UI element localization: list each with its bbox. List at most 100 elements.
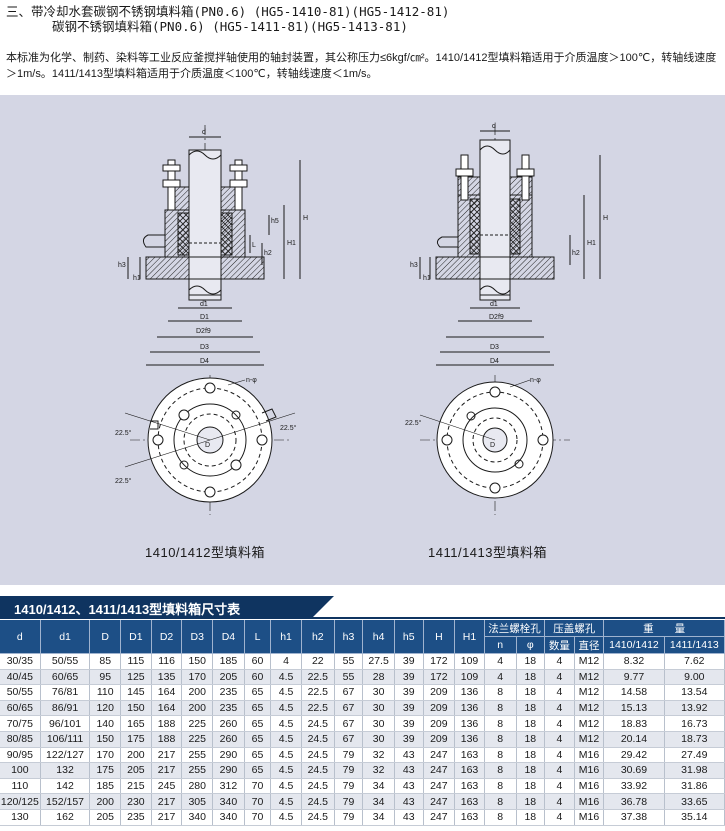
table-cell: 43	[394, 778, 424, 795]
table-cell: 225	[181, 731, 214, 748]
table-cell: 16.73	[664, 715, 725, 732]
table-cell: 32	[362, 747, 395, 764]
table-cell: 40/45	[0, 669, 41, 686]
table-cell: M12	[574, 715, 605, 732]
table-cell: 18	[516, 715, 546, 732]
table-cell: 4.5	[270, 731, 302, 748]
table-cell: 31.86	[664, 778, 725, 795]
table-cell: 340	[212, 809, 245, 826]
table-cell: 14.58	[603, 684, 665, 701]
table-cell: M12	[574, 653, 605, 670]
table-cell: 8	[484, 809, 517, 826]
table-cell: 280	[181, 778, 214, 795]
dim-L-left: L	[252, 242, 256, 249]
table-cell: 145	[120, 684, 152, 701]
table-cell: 20.14	[603, 731, 665, 748]
sub-phi: φ	[516, 636, 546, 654]
sub-diameter: 直径	[574, 636, 605, 654]
table-cell: 110	[89, 684, 122, 701]
table-cell: 209	[423, 684, 456, 701]
table-cell: 217	[151, 747, 183, 764]
col-D1: D1	[120, 620, 152, 654]
table-cell: 39	[394, 715, 424, 732]
table-cell: 18	[516, 731, 546, 748]
table-cell: 50/55	[40, 653, 91, 670]
table-cell: 163	[454, 762, 485, 779]
table-cell: 247	[423, 762, 456, 779]
intro-paragraph: 本标准为化学、制药、染料等工业反应釜搅拌轴使用的轴封装置，其公称压力≤6kgf/…	[6, 52, 717, 80]
table-cell: 188	[151, 715, 183, 732]
dim-H-left: H	[303, 215, 308, 222]
table-cell: 30/35	[0, 653, 41, 670]
table-cell: 18	[516, 747, 546, 764]
table-cell: 175	[120, 731, 152, 748]
table-cell: 205	[212, 669, 245, 686]
table-cell: 33.92	[603, 778, 665, 795]
table-cell: M16	[574, 809, 605, 826]
table-cell: 109	[454, 653, 485, 670]
sub-weight-1411: 1411/1413	[664, 636, 725, 654]
table-cell: 4.5	[270, 715, 302, 732]
dim-h2-left: h2	[264, 250, 272, 257]
sub-weight-1410: 1410/1412	[603, 636, 665, 654]
table-cell: 340	[181, 809, 214, 826]
table-cell: 18	[516, 669, 546, 686]
table-cell: 85	[89, 653, 122, 670]
table-cell: 8	[484, 700, 517, 717]
table-cell: 235	[212, 700, 245, 717]
label-angle-left-1: 22.5°	[115, 429, 132, 437]
table-cell: 4	[544, 684, 575, 701]
table-cell: 30	[362, 684, 395, 701]
table-cell: 96/101	[40, 715, 91, 732]
sub-count: 数量	[544, 636, 575, 654]
dim-d-left: d	[202, 129, 206, 136]
right-dim-labels: d d1 D2f9 D3 D4 H H1 h2 h3 h1	[410, 123, 608, 365]
table-cell: 24.5	[301, 809, 335, 826]
table-cell: 230	[120, 793, 152, 810]
table-cell: 162	[40, 809, 91, 826]
table-cell: 235	[120, 809, 152, 826]
table-cell: 290	[212, 762, 245, 779]
col-D4: D4	[212, 620, 245, 654]
table-cell: 65	[244, 715, 272, 732]
table-cell: 79	[334, 762, 364, 779]
col-h4: h4	[362, 620, 395, 654]
table-cell: 260	[212, 731, 245, 748]
table-cell: 255	[181, 762, 214, 779]
table-cell: 15.13	[603, 700, 665, 717]
table-cell: 163	[454, 809, 485, 826]
table-cell: 18	[516, 793, 546, 810]
table-cell: 65	[244, 731, 272, 748]
table-cell: 67	[334, 700, 364, 717]
table-cell: 165	[120, 715, 152, 732]
table-cell: 18.73	[664, 731, 725, 748]
table-cell: 39	[394, 669, 424, 686]
table-cell: 60/65	[0, 700, 41, 717]
table-cell: 115	[120, 653, 152, 670]
group-weight: 重 量	[603, 620, 725, 637]
table-cell: 290	[212, 747, 245, 764]
table-cell: 247	[423, 793, 456, 810]
col-h5: h5	[394, 620, 424, 654]
col-D: D	[89, 620, 122, 654]
table-cell: 163	[454, 778, 485, 795]
label-D-right: D	[490, 442, 495, 449]
table-cell: 132	[40, 762, 91, 779]
table-cell: M16	[574, 747, 605, 764]
table-cell: 9.00	[664, 669, 725, 686]
dim-d1-left: d1	[200, 301, 208, 308]
table-cell: 200	[120, 747, 152, 764]
col-h3: h3	[334, 620, 364, 654]
dim-D2f9-right: D2f9	[489, 314, 504, 321]
table-cell: 170	[181, 669, 214, 686]
col-h1: h1	[270, 620, 302, 654]
table-cell: 24.5	[301, 747, 335, 764]
table-cell: 32	[362, 762, 395, 779]
